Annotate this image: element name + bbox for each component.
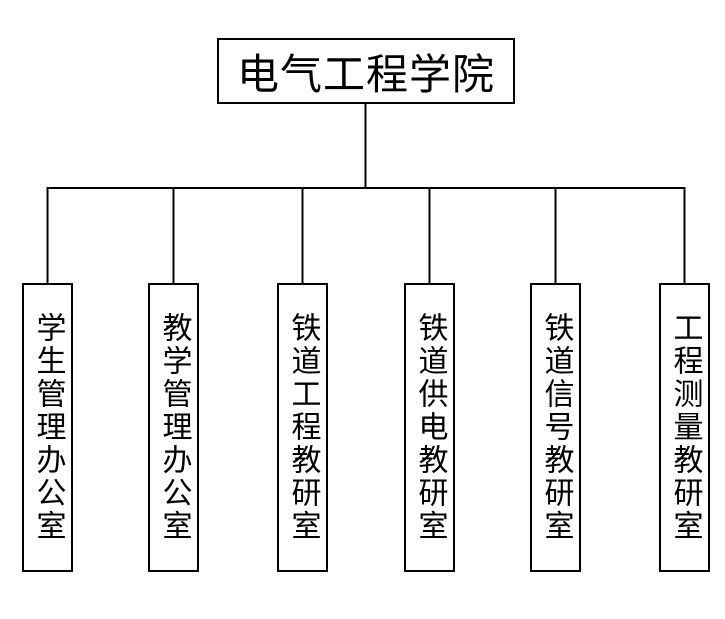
org-node-label: 铁道信号教研室 <box>539 312 573 543</box>
org-node-label: 工程测量教研室 <box>668 312 702 543</box>
org-node-root-label: 电气工程学院 <box>236 50 495 98</box>
org-node-label: 学生管理办公室 <box>31 312 65 543</box>
org-node-label: 教学管理办公室 <box>157 312 191 543</box>
org-node-railway-signal-office: 铁道信号教研室 <box>530 283 581 572</box>
org-node-railway-engineering-office: 铁道工程教研室 <box>277 283 328 572</box>
org-node-teaching-management-office: 教学管理办公室 <box>148 283 199 572</box>
org-node-engineering-survey-office: 工程测量教研室 <box>659 283 710 572</box>
org-node-label: 铁道工程教研室 <box>286 312 320 543</box>
org-node-student-management-office: 学生管理办公室 <box>22 283 73 572</box>
org-node-label: 铁道供电教研室 <box>413 312 447 543</box>
org-node-railway-power-supply-office: 铁道供电教研室 <box>404 283 455 572</box>
org-node-root: 电气工程学院 <box>217 38 515 104</box>
